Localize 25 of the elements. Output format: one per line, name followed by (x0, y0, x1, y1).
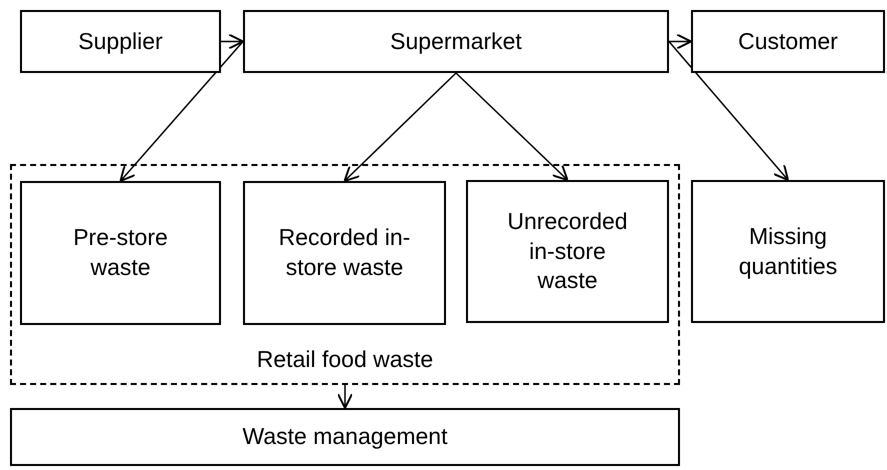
box-label: Pre-store waste (72, 223, 169, 282)
box-label: Recorded in-store waste (278, 223, 412, 282)
arrow (669, 34, 692, 50)
process-box (691, 180, 885, 323)
process-box (20, 10, 221, 73)
process-box (691, 10, 885, 73)
arrow (344, 72, 457, 182)
box-label: Supermarket (390, 26, 522, 56)
box-label: Missing quantities (738, 222, 838, 281)
arrow (668, 41, 789, 181)
process-box (243, 181, 446, 325)
arrow (221, 34, 244, 50)
arrow (120, 41, 244, 182)
box-label: Supplier (78, 26, 163, 56)
group-label: Retail food waste (256, 345, 434, 374)
arrow (337, 385, 353, 409)
box-label: Unrecorded in-store waste (506, 206, 629, 296)
arrow (455, 72, 568, 181)
box-label: Waste management (242, 422, 448, 452)
process-box (466, 180, 669, 323)
process-box (10, 408, 680, 466)
process-box (20, 181, 221, 325)
group-box (10, 164, 680, 385)
process-box (243, 10, 669, 73)
box-label: Customer (738, 26, 838, 56)
